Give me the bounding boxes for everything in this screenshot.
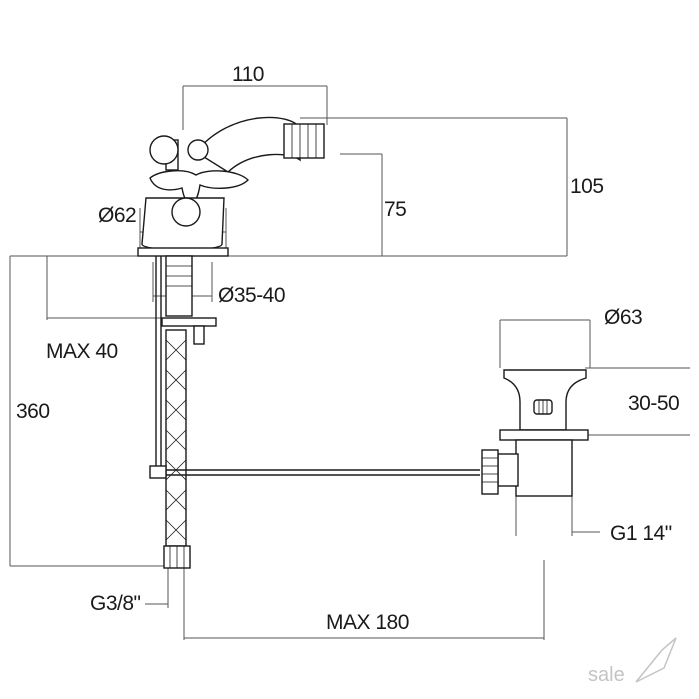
dim-g38-label: G3/8" [90,592,141,615]
dim-max40-label: MAX 40 [46,340,118,363]
dim-max180-label: MAX 180 [326,611,409,634]
dim-75-label: 75 [384,198,406,221]
popup-waste [481,369,589,497]
watermark-swoosh-icon [635,637,677,683]
watermark-logo: sale [588,637,677,686]
dim-dia35-40-label: Ø35-40 [218,284,285,307]
dim-30-50-label: 30-50 [628,392,679,415]
dimension-lines [9,85,690,640]
dim-110-label: 110 [232,63,264,86]
dim-dia63-label: Ø63 [604,306,642,329]
hose-assembly [149,255,480,569]
dim-360-label: 360 [16,400,50,423]
dim-105-label: 105 [570,175,604,198]
watermark-text: sale [588,664,625,686]
dim-dia62-label: Ø62 [98,204,136,227]
faucet-body [137,116,325,257]
dim-g1-label: G1 14" [610,522,672,545]
